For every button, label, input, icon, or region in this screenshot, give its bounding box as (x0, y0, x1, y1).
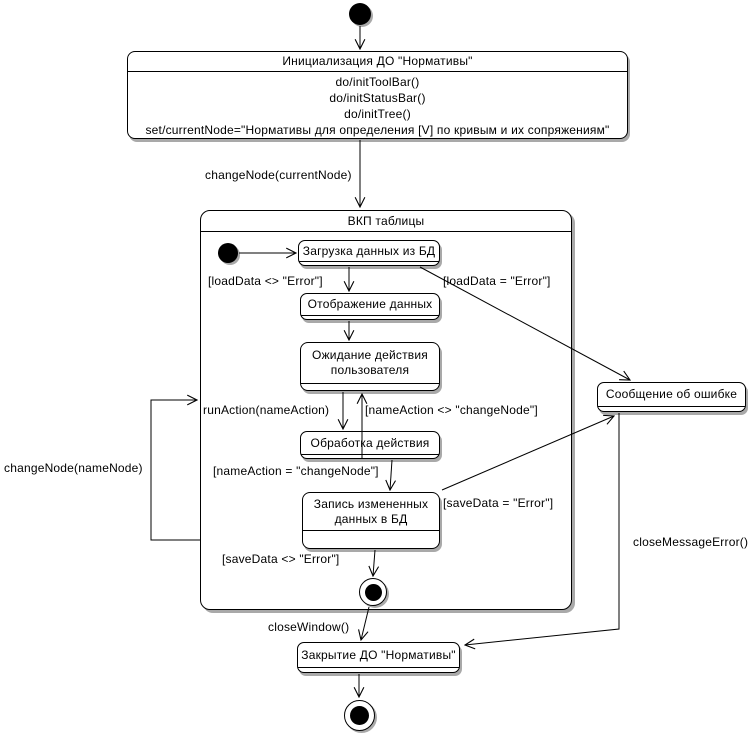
final-state-bottom (344, 700, 375, 731)
action-init-tree: do/initTree() (344, 107, 411, 121)
state-display: Отображение данных (300, 293, 440, 320)
initial-state-top (349, 3, 371, 25)
state-composite-title: ВКП таблицы (201, 211, 571, 232)
final-state-inner (359, 578, 387, 606)
label-save-ok: [saveData <> "Error"] (222, 552, 340, 566)
label-run-action: runAction(nameAction) (203, 403, 330, 417)
state-display-title: Отображение данных (301, 294, 439, 316)
state-error-message: Сообщение об ошибке (597, 382, 746, 412)
state-init-title: Инициализация ДО "Нормативы" (128, 52, 627, 72)
state-wait-title: Ожидание действия пользователя (301, 343, 439, 384)
action-set-currentnode: set/currentNode="Нормативы для определен… (145, 123, 610, 137)
label-name-action-ne: [nameAction <> "changeNode"] (365, 403, 538, 417)
label-name-action-eq: [nameAction = "changeNode"] (213, 464, 379, 478)
final-state-inner-dot (364, 583, 382, 601)
state-init-actions: do/initToolBar() do/initStatusBar() do/i… (128, 72, 627, 138)
label-load-error: [loadData = "Error"] (443, 274, 551, 288)
state-save: Запись измененных данных в БД (302, 492, 440, 549)
label-load-ok: [loadData <> "Error"] (208, 274, 323, 288)
initial-state-inner (218, 243, 238, 263)
label-change-node-current: changeNode(currentNode) (205, 168, 352, 182)
state-save-title: Запись измененных данных в БД (303, 493, 439, 531)
label-save-error: [saveData = "Error"] (443, 496, 554, 510)
final-state-bottom-dot (350, 706, 369, 725)
state-load-title: Загрузка данных из БД (299, 241, 439, 262)
action-init-statusbar: do/initStatusBar() (329, 91, 426, 105)
state-load: Загрузка данных из БД (298, 240, 440, 266)
state-process-title: Обработка действия (301, 432, 439, 455)
transition-composite-to-close (361, 606, 370, 640)
state-error-message-title: Сообщение об ошибке (598, 383, 745, 407)
label-close-window: closeWindow() (268, 620, 350, 634)
state-init: Инициализация ДО "Нормативы" do/initTool… (127, 51, 628, 139)
state-close-title: Закрытие ДО "Нормативы" (298, 643, 459, 668)
state-close: Закрытие ДО "Нормативы" (297, 642, 460, 673)
label-close-message-error: closeMessageError() (633, 535, 749, 549)
label-change-node-name: changeNode(nameNode) (4, 461, 143, 475)
state-process: Обработка действия (300, 431, 440, 459)
state-wait: Ожидание действия пользователя (300, 342, 440, 391)
action-init-toolbar: do/initToolBar() (335, 75, 420, 89)
transition-composite-self-loop (150, 400, 200, 541)
